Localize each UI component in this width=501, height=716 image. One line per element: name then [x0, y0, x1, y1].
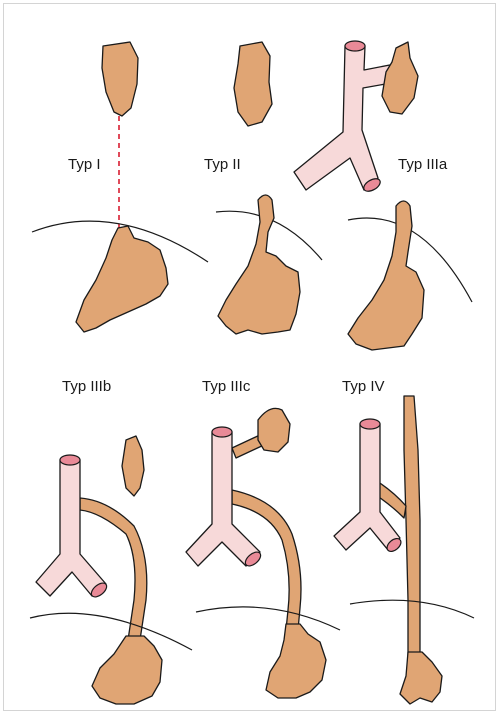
typ-iv-label: Typ IV: [342, 378, 385, 395]
typ-iiia-upper-fragment: [382, 42, 418, 114]
typ-iiib-label: Typ IIIb: [62, 378, 111, 395]
panel-typ-iiib: Typ IIIb: [30, 378, 192, 704]
panel-typ-iiic: Typ IIIc: [186, 378, 340, 698]
typ-iv-vessel: [334, 424, 400, 550]
typ-i-lower-fragment: [76, 226, 168, 332]
typ-iiib-vessel: [36, 460, 106, 596]
typ-iiib-lower-fragment: [92, 636, 162, 704]
typ-iiia-vessel-top-lumen: [345, 41, 365, 51]
typ-ii-lower-fragment: [218, 195, 300, 334]
panel-typ-iiia: Typ IIIa: [294, 41, 472, 350]
typ-iiib-upper-fragment: [122, 436, 144, 496]
typ-iv-vessel-top-lumen: [360, 419, 380, 429]
typ-iiia-vessel: [294, 46, 397, 190]
typ-iiib-vessel-top-lumen: [60, 455, 80, 465]
panel-typ-iv: Typ IV: [334, 378, 474, 704]
typ-i-label: Typ I: [68, 156, 101, 173]
typ-iiia-label: Typ IIIa: [398, 156, 448, 173]
typ-iv-main-duct: [404, 396, 420, 660]
typ-iiic-boundary-arc: [196, 607, 340, 630]
typ-iiia-lower-fragment: [348, 201, 424, 350]
typ-iiic-label: Typ IIIc: [202, 378, 251, 395]
typ-i-upper-fragment: [102, 42, 138, 116]
typ-ii-upper-fragment: [234, 42, 272, 126]
typ-ii-label: Typ II: [204, 156, 241, 173]
typ-iiic-lower-fragment: [266, 624, 326, 698]
panel-typ-i: Typ I: [32, 42, 208, 332]
typ-iiic-vessel-top-lumen: [212, 427, 232, 437]
typ-iiib-boundary-arc: [30, 613, 192, 650]
typ-iv-lower-fragment: [400, 652, 442, 704]
typ-iiic-upper-fragment: [258, 408, 290, 452]
